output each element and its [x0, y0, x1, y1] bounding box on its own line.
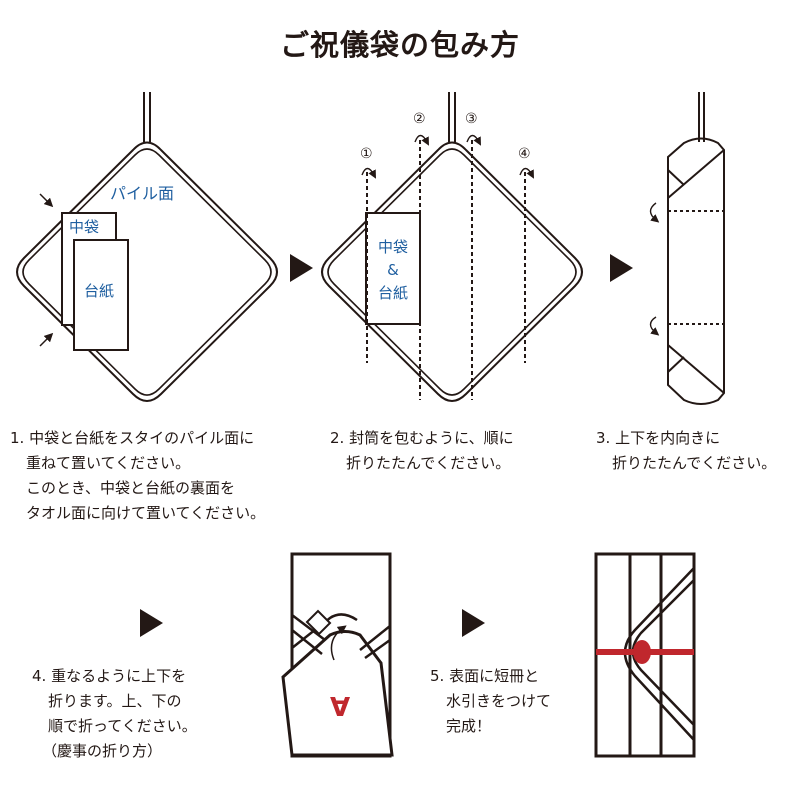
inner-envelope-label: 中袋 [69, 218, 99, 236]
next-arrow-icon [610, 254, 633, 282]
mount-paper-label: 台紙 [84, 282, 114, 300]
fold-number-4: ④ [518, 146, 531, 162]
step-1-line: タオル面に向けて置いてください。 [26, 504, 266, 522]
envelope-label-line2: & [387, 261, 399, 279]
next-arrow-icon [290, 254, 313, 282]
mizuhiki-knot [633, 640, 651, 664]
diagram-step2: ① ② ③ ④ 中袋 & 台紙 [321, 92, 583, 402]
next-arrow-icon [462, 609, 485, 637]
step-1-line: このとき、中袋と台紙の裏面を [26, 479, 235, 497]
step-2-line: 折りたたんでください。 [346, 454, 511, 472]
diagram-step5 [594, 552, 696, 758]
diagram-step4: A [281, 552, 394, 758]
step-2-line: 2. 封筒を包むように、順に [330, 429, 514, 447]
fold-number-1: ① [360, 146, 373, 162]
fold-number-3: ③ [465, 111, 478, 127]
step-4-line: （慶事の折り方） [42, 742, 163, 760]
step-5-line: 5. 表面に短冊と [430, 667, 540, 685]
step-2-text: 2. 封筒を包むように、順に 折りたたんでください。 [330, 426, 514, 476]
envelope-label-line3: 台紙 [378, 284, 408, 302]
step-1-line: 重ねて置いてください。 [26, 454, 191, 472]
page-title: ご祝儀袋の包み方 [279, 28, 520, 62]
next-arrow-icon [140, 609, 163, 637]
pile-surface-label: パイル面 [110, 184, 174, 203]
step-5-line: 水引きをつけて [446, 692, 552, 710]
step-3-text: 3. 上下を内向きに 折りたたんでください。 [596, 426, 776, 476]
fold-number-2: ② [413, 111, 426, 127]
step-3-line: 3. 上下を内向きに [596, 429, 721, 447]
step-4-line: 順で折ってください。 [48, 717, 197, 735]
step-5-line: 完成！ [446, 717, 492, 735]
diagram-step1: パイル面 中袋 台紙 [16, 92, 278, 402]
step-4-line: 4. 重なるように上下を [32, 667, 187, 685]
upside-down-mark: A [330, 690, 350, 720]
step-1-line: 1. 中袋と台紙をスタイのパイル面に [10, 429, 255, 447]
step-4-text: 4. 重なるように上下を 折ります。上、下の 順で折ってください。 （慶事の折り… [32, 664, 197, 764]
step-5-text: 5. 表面に短冊と 水引きをつけて 完成！ [430, 664, 551, 739]
step-3-line: 折りたたんでください。 [612, 454, 777, 472]
envelope-label-line1: 中袋 [378, 238, 408, 256]
step-4-line: 折ります。上、下の [48, 692, 182, 710]
diagram-step3 [649, 92, 725, 405]
step-1-text: 1. 中袋と台紙をスタイのパイル面に 重ねて置いてください。 このとき、中袋と台… [10, 426, 265, 526]
